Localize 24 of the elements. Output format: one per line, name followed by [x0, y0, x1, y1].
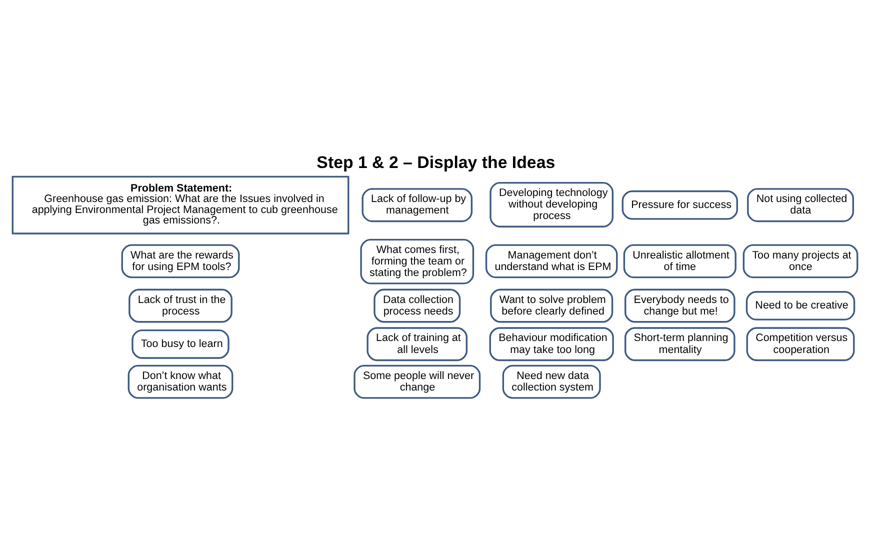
node-box: Not using collected data: [747, 188, 854, 222]
node-box: Data collection process needs: [374, 288, 461, 322]
node-box: What comes first, forming the team or stating the problem?: [360, 238, 474, 284]
node-box: Lack of training at all levels: [366, 326, 468, 361]
node-box: Don’t know what organisation wants: [128, 364, 234, 398]
node-box: Management don’t understand what is EPM: [485, 244, 618, 278]
node-box: Too busy to learn: [132, 328, 230, 358]
diagram-title: Step 1 & 2 – Display the Ideas: [316, 152, 556, 172]
node-box: Short-term planning mentality: [624, 326, 736, 361]
node-box: Lack of trust in the process: [128, 288, 232, 322]
node-box: Developing technology without developing process: [490, 181, 614, 227]
node-box: Unrealistic allotment of time: [623, 244, 736, 278]
node-box: What are the rewards for using EPM tools?: [121, 244, 240, 278]
node-box: Competition versus cooperation: [746, 326, 855, 361]
node-box: Behaviour modification may take too long: [489, 326, 614, 361]
node-box: Everybody needs to change but me!: [624, 288, 736, 322]
node-box: Lack of follow-up by management: [362, 188, 473, 222]
node-box: Problem Statement: Greenhouse gas emission: What are the Issues involved in applying Environmental Project Management to cub greenhouse gas emissions?.: [12, 175, 350, 234]
node-box: Some people will never change: [354, 364, 481, 398]
node-box: Need to be creative: [746, 290, 856, 320]
node-box: Need new data collection system: [502, 364, 601, 398]
node-box: Too many projects at once: [742, 244, 858, 278]
node-box: Pressure for success: [622, 190, 738, 220]
node-box: Want to solve problem before clearly defined: [490, 288, 614, 322]
